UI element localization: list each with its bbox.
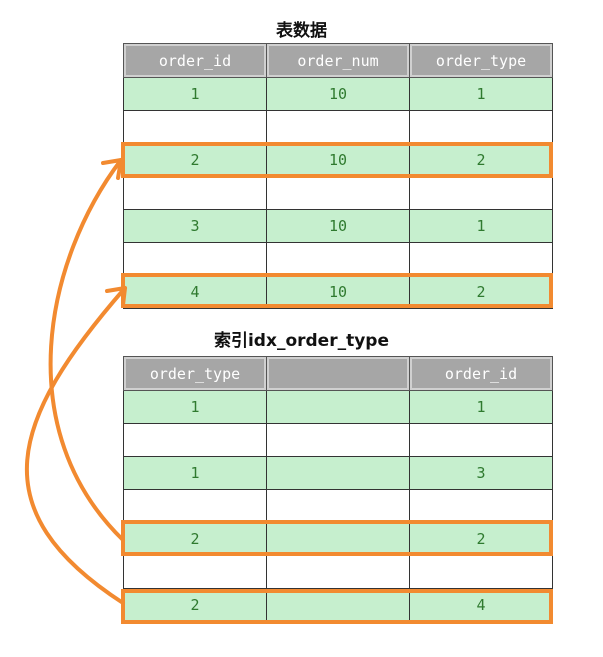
- table-cell: [409, 555, 553, 589]
- column-header-order-type: order_type: [409, 43, 553, 78]
- table-cell: [266, 456, 410, 490]
- table-cell: [409, 242, 553, 276]
- table-cell: [266, 555, 410, 589]
- table-cell: [123, 110, 267, 144]
- table-row: 1 1: [123, 390, 553, 424]
- table-cell: 2: [123, 143, 267, 177]
- arrowhead-row-2: [101, 158, 123, 180]
- index-title: 索引idx_order_type: [213, 331, 389, 351]
- table-cell: 1: [123, 77, 267, 111]
- table-cell: [266, 390, 410, 424]
- table-cell: [266, 423, 410, 457]
- table-cell: 1: [409, 209, 553, 243]
- table-cell: [123, 242, 267, 276]
- table-cell: 1: [409, 77, 553, 111]
- table-cell: [409, 176, 553, 210]
- table-cell: 1: [123, 390, 267, 424]
- table-cell: 10: [266, 275, 410, 309]
- arrowhead-row-4: [105, 286, 127, 307]
- index-table: order_type order_id 1 1 1 3 2 2: [123, 356, 553, 622]
- arrow-index-to-row-2: [48, 158, 125, 542]
- table-data-title: 表数据: [276, 21, 327, 41]
- table-cell: [266, 522, 410, 556]
- table-cell: 10: [266, 77, 410, 111]
- table-cell: 3: [409, 456, 553, 490]
- table-cell: [409, 423, 553, 457]
- table-cell: 4: [409, 588, 553, 622]
- table-row: 2 4: [123, 588, 553, 622]
- table-cell: 3: [123, 209, 267, 243]
- table-data: order_id order_num order_type 1 10 1 2 1…: [123, 43, 553, 309]
- table-row: 1 3: [123, 456, 553, 490]
- table-row-blank: [123, 555, 553, 589]
- column-header-order-num: order_num: [266, 43, 410, 78]
- table-cell: 1: [123, 456, 267, 490]
- table-cell: [123, 555, 267, 589]
- table-cell: 2: [409, 522, 553, 556]
- table-cell: [266, 242, 410, 276]
- table-cell: [123, 489, 267, 523]
- table-row-blank: [123, 242, 553, 276]
- table-cell: 1: [409, 390, 553, 424]
- arrow-index-to-row-4: [24, 286, 127, 605]
- table-cell: [409, 110, 553, 144]
- table-row: 1 10 1: [123, 77, 553, 111]
- table-cell: [123, 423, 267, 457]
- column-header-empty: [266, 356, 410, 391]
- table-row-blank: [123, 423, 553, 457]
- table-cell: 10: [266, 143, 410, 177]
- table-row: 2 2: [123, 522, 553, 556]
- table-cell: [266, 176, 410, 210]
- table-row: 3 10 1: [123, 209, 553, 243]
- table-row-blank: [123, 110, 553, 144]
- column-header-order-id: order_id: [409, 356, 553, 391]
- table-header-row: order_id order_num order_type: [123, 43, 553, 78]
- table-cell: [266, 588, 410, 622]
